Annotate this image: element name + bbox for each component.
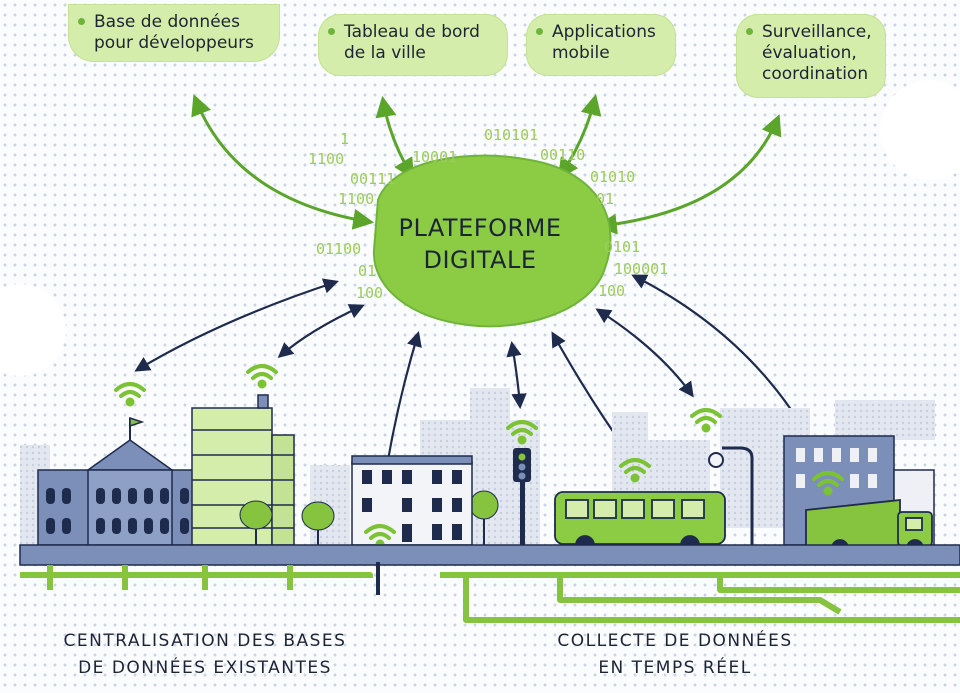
- binary-digits: 00111: [350, 170, 396, 188]
- town-hall-windows: [46, 488, 205, 534]
- trees: [239, 490, 499, 545]
- apartment-windows: [362, 470, 462, 542]
- binary-digits: 100: [356, 284, 384, 302]
- binary-digits: 010101: [484, 126, 539, 144]
- background-halo: [880, 80, 960, 180]
- binary-digits: 01: [358, 262, 377, 280]
- underground-pipes: [20, 565, 960, 623]
- binary-digits: 1: [340, 130, 350, 148]
- service-arrows: [191, 93, 782, 235]
- binary-digits: 01100: [316, 240, 362, 258]
- bullet-icon: [746, 28, 753, 35]
- platform-blob: [372, 154, 612, 328]
- service-label: Surveillance, évaluation, coordination: [762, 22, 872, 84]
- bullet-icon: [78, 18, 85, 25]
- traffic-light: [513, 448, 531, 545]
- service-city-dashboard: Tableau de bord de la ville: [318, 14, 508, 76]
- binary-digits: 0101: [604, 238, 641, 256]
- wifi-icons: [114, 364, 844, 549]
- caption-real-time-collection: COLLECTE DE DONNÉES EN TEMPS RÉEL: [557, 631, 793, 678]
- service-monitoring: Surveillance, évaluation, coordination: [736, 14, 886, 98]
- background-halo: [0, 284, 66, 376]
- service-label: Base de données pour développeurs: [94, 12, 254, 53]
- binary-digits: 01010: [590, 168, 636, 186]
- office-windows: [796, 448, 877, 488]
- service-label: Tableau de bord de la ville: [344, 22, 480, 63]
- bullet-icon: [536, 28, 543, 35]
- binary-digits: 100: [598, 282, 626, 300]
- service-mobile-apps: Applications mobile: [526, 14, 676, 76]
- bullet-icon: [328, 28, 335, 35]
- binary-digits: 01: [596, 190, 615, 208]
- street-lamp: [708, 446, 754, 545]
- caption-centralisation: CENTRALISATION DES BASES DE DONNÉES EXIS…: [63, 631, 347, 678]
- platform-label: PLATEFORME DIGITALE: [398, 214, 562, 274]
- service-label: Applications mobile: [552, 22, 656, 63]
- street: [19, 544, 960, 566]
- binary-digits: 1100: [338, 190, 375, 208]
- service-developer-database: Base de données pour développeurs: [68, 4, 280, 62]
- binary-digits: 100001: [614, 260, 669, 278]
- binary-digits: 00110: [540, 146, 586, 164]
- binary-digits: 1100: [308, 150, 345, 168]
- binary-digits: 10001: [412, 148, 458, 166]
